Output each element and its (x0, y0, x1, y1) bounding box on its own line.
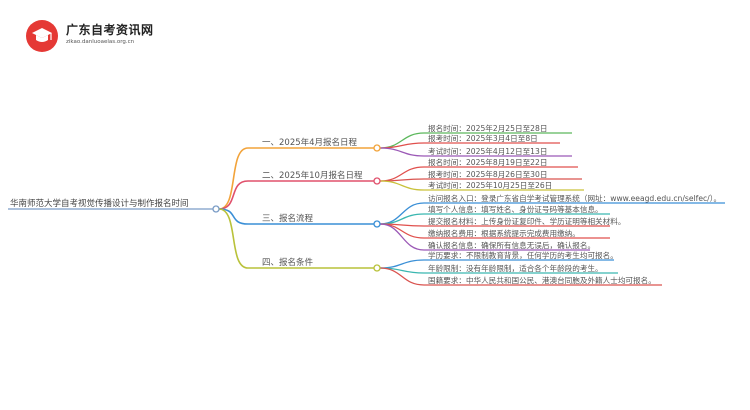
leaf-label-3-3: 提交报名材料：上传身份证复印件、学历证明等相关材料。 (428, 216, 625, 226)
leaf-connector-3-1 (379, 202, 425, 225)
branch-label-4: 四、报名条件 (262, 257, 314, 268)
branch-node-3[interactable] (373, 220, 381, 228)
leaf-connector-2-3 (379, 180, 425, 191)
leaf-label-4-3: 国籍要求：中华人民共和国公民、港澳台同胞及外籍人士均可报名。 (428, 275, 656, 285)
branch-connector-2 (218, 180, 249, 210)
leaf-connector-3-5 (379, 223, 425, 251)
branch-connector-1 (218, 147, 249, 210)
mind-map-edges (8, 132, 725, 286)
branch-label-3: 三、报名流程 (262, 213, 314, 224)
branch-node-1[interactable] (373, 144, 381, 152)
leaf-label-2-3: 考试时间：2025年10月25日至26日 (428, 180, 552, 190)
leaf-label-3-5: 确认报名信息：确保所有信息无误后，确认报名。 (428, 240, 595, 250)
branch-connector-3 (218, 208, 249, 225)
logo-site-url: zikao.danluoaelas.org.cn (66, 39, 135, 45)
leaf-label-3-1: 访问报名入口：登录广东省自学考试管理系统（网址：www.eeagd.edu.cn… (428, 193, 721, 203)
leaf-connector-1-3 (379, 147, 425, 157)
leaf-label-1-1: 报名时间：2025年2月25日至28日 (428, 123, 547, 133)
branch-node-4[interactable] (373, 264, 381, 272)
leaf-label-4-1: 学历要求：不限制教育背景，任何学历的考生均可报名。 (428, 250, 618, 260)
mind-map-nodes: 华南师范大学自考视觉传播设计与制作报名时间一、2025年4月报名日程报名时间：2… (10, 123, 721, 285)
leaf-connector-4-3 (379, 267, 425, 286)
leaf-connector-4-1 (379, 259, 425, 269)
branch-connector-4 (218, 208, 249, 269)
mind-map-root-node[interactable] (212, 205, 220, 213)
leaf-label-1-2: 报考时间：2025年3月4日至8日 (428, 133, 538, 143)
leaf-label-3-2: 填写个人信息：填写姓名、身份证号码等基本信息。 (428, 204, 603, 214)
leaf-label-3-4: 缴纳报名费用：根据系统提示完成费用缴纳。 (428, 228, 580, 238)
branch-label-1: 一、2025年4月报名日程 (262, 137, 358, 148)
graduation-cap-icon (26, 20, 58, 52)
branch-label-2: 二、2025年10月报名日程 (262, 170, 363, 181)
site-logo[interactable]: 广东自考资讯网 zikao.danluoaelas.org.cn (26, 18, 186, 54)
leaf-connector-3-2 (379, 213, 425, 225)
leaf-label-1-3: 考试时间：2025年4月12日至13日 (428, 146, 547, 156)
leaf-label-4-2: 年龄限制：没有年龄限制，适合各个年龄段的考生。 (428, 263, 603, 273)
mind-map-root-label: 华南师范大学自考视觉传播设计与制作报名时间 (10, 198, 189, 209)
leaf-connector-1-2 (379, 142, 425, 149)
leaf-label-2-2: 报考时间：2025年8月26日至30日 (428, 169, 547, 179)
branch-node-2[interactable] (373, 177, 381, 185)
leaf-label-2-1: 报名时间：2025年8月19日至22日 (428, 157, 547, 167)
logo-site-name: 广东自考资讯网 (66, 23, 154, 37)
